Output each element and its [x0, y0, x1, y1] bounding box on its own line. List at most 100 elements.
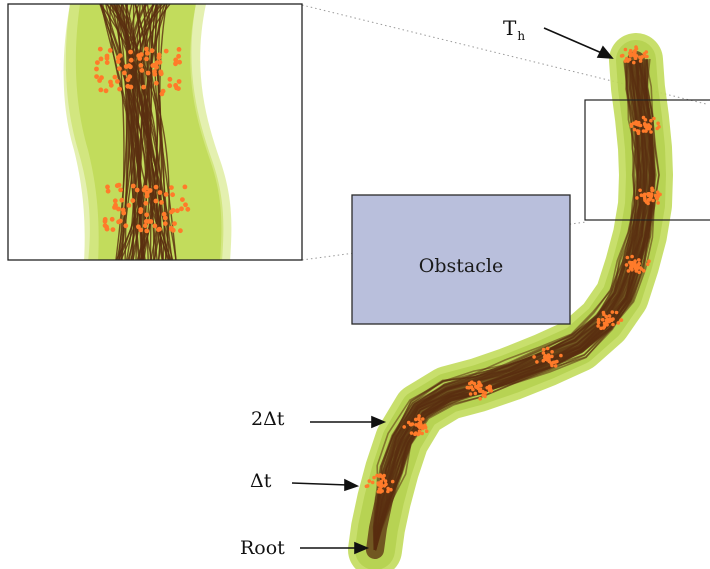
- zoom-sample-point: [117, 66, 122, 71]
- zoom-sample-point: [113, 205, 118, 210]
- sample-point: [384, 483, 388, 487]
- zoom-sample-point: [106, 189, 111, 194]
- sample-point: [649, 196, 653, 200]
- obstacle: Obstacle: [352, 195, 570, 324]
- zoom-sample-point: [115, 79, 120, 84]
- sample-point: [478, 382, 482, 386]
- zoom-sample-point: [125, 84, 130, 89]
- zoom-sample-point: [119, 198, 124, 203]
- zoom-sample-point: [173, 58, 178, 63]
- sample-point: [470, 380, 474, 384]
- zoom-sample-point: [98, 47, 103, 52]
- zoom-sample-point: [185, 207, 190, 212]
- zoom-sample-point: [172, 221, 177, 226]
- sample-point: [477, 387, 481, 391]
- zoom-sample-point: [139, 63, 144, 68]
- label-two-delta-t: 2Δt: [251, 410, 284, 429]
- sample-point: [371, 481, 375, 485]
- zoom-sample-point: [117, 87, 122, 92]
- zoom-sample-point: [163, 216, 168, 221]
- label-horizon-time: Th: [503, 18, 525, 38]
- zoom-sample-point: [177, 47, 182, 52]
- sample-point: [643, 194, 647, 198]
- sample-point: [550, 350, 554, 354]
- sample-point: [628, 58, 632, 62]
- zoom-sample-point: [98, 88, 103, 93]
- sample-point: [604, 315, 608, 319]
- zoom-sample-point: [126, 77, 131, 82]
- sample-point: [604, 322, 608, 326]
- zoom-sample-point: [173, 83, 178, 88]
- sample-point: [554, 364, 558, 368]
- sample-point: [377, 483, 381, 487]
- zoom-sample-point: [128, 50, 133, 55]
- arrow-dt-head: [345, 480, 357, 490]
- sample-point: [633, 50, 637, 54]
- sample-point: [633, 54, 637, 58]
- zoom-sample-point: [168, 77, 173, 82]
- zoom-sample-point: [178, 228, 183, 233]
- zoom-sample-point: [108, 48, 113, 53]
- sample-point: [630, 268, 634, 272]
- sample-point: [372, 476, 376, 480]
- sample-point: [633, 128, 637, 132]
- zoom-sample-point: [105, 60, 110, 65]
- zoom-sample-point: [104, 88, 109, 93]
- zoom-sample-point: [116, 55, 121, 60]
- zoom-sample-point: [169, 185, 174, 190]
- zoom-sample-point: [110, 217, 115, 222]
- sample-point: [643, 199, 647, 203]
- sample-point: [368, 479, 372, 483]
- zoom-sample-point: [144, 47, 149, 52]
- zoom-sample-point: [171, 208, 176, 213]
- sample-point: [391, 480, 395, 484]
- sample-point: [417, 424, 421, 428]
- sample-point: [637, 271, 641, 275]
- sample-point: [645, 50, 649, 54]
- sample-point: [611, 310, 615, 314]
- sample-point: [647, 259, 651, 263]
- zoom-sample-point: [154, 185, 159, 190]
- sample-point: [425, 429, 429, 433]
- sample-point: [639, 56, 643, 60]
- zoom-sample-point: [169, 227, 174, 232]
- sample-point: [646, 263, 650, 267]
- zoom-sample-point: [109, 83, 114, 88]
- sample-point: [478, 397, 482, 401]
- sample-point: [485, 386, 489, 390]
- sample-point: [413, 432, 417, 436]
- sample-point: [602, 326, 606, 330]
- sample-point: [626, 256, 630, 260]
- zoom-sample-point: [111, 227, 116, 232]
- zoom-sample-point: [117, 183, 122, 188]
- sample-point: [628, 261, 632, 265]
- sample-point: [386, 487, 390, 491]
- zoom-sample-point: [154, 199, 159, 204]
- zoom-sample-point: [141, 85, 146, 90]
- sample-point: [624, 48, 628, 52]
- zoom-sample-point: [99, 57, 104, 62]
- zoom-sample-point: [154, 81, 159, 86]
- sample-point: [620, 318, 624, 322]
- sample-point: [611, 323, 615, 327]
- zoom-sample-point: [144, 212, 149, 217]
- sample-point: [647, 123, 651, 127]
- zoom-sample-point: [146, 219, 151, 224]
- sample-point: [409, 423, 413, 427]
- zoom-sample-point: [113, 198, 118, 203]
- sample-point: [615, 311, 619, 315]
- sample-point: [627, 269, 631, 273]
- zoom-sample-point: [160, 92, 165, 97]
- sample-point: [542, 348, 546, 352]
- sample-point: [542, 351, 546, 355]
- zoom-sample-point: [121, 208, 126, 213]
- zoom-sample-point: [180, 197, 185, 202]
- sample-point: [417, 416, 421, 420]
- zoom-sample-point: [158, 70, 163, 75]
- sample-point: [384, 479, 388, 483]
- sample-point: [636, 129, 640, 133]
- zoom-sample-point: [99, 75, 104, 80]
- sample-point: [550, 364, 554, 368]
- zoom-sample-point: [131, 184, 136, 189]
